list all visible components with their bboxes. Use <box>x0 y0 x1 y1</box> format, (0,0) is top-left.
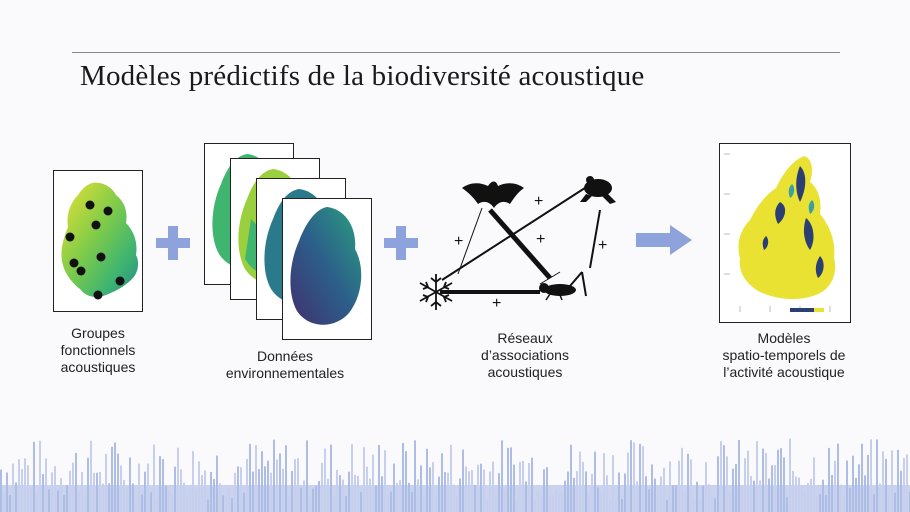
page-title: Modèles prédictifs de la biodiversité ac… <box>80 60 645 92</box>
step-label-functional-groups: Groupes fonctionnels acoustiques <box>60 325 136 375</box>
env-layer-4 <box>282 198 372 340</box>
snowflake-icon <box>419 274 453 310</box>
arrow-right-icon <box>636 225 692 255</box>
plus-icon <box>384 226 418 260</box>
edge-sign: + <box>598 237 607 254</box>
edge-sign: + <box>454 233 463 250</box>
edge-sign: + <box>492 295 501 312</box>
step-label-spatiotemporal-models: Modèles spatio-temporels de l’activité a… <box>722 330 846 380</box>
frog-icon <box>580 176 616 204</box>
edge-sign: + <box>536 231 545 248</box>
edge-sign: + <box>534 193 543 210</box>
edge-bat-cricket <box>488 208 552 280</box>
spectrogram-footer <box>0 425 910 512</box>
cricket-icon <box>539 271 587 301</box>
bat-icon <box>462 181 524 208</box>
title-rule <box>72 52 840 53</box>
sampling-points <box>65 200 125 300</box>
activity-model-map <box>719 143 851 323</box>
step-label-association-networks: Réseaux d’associations acoustiques <box>481 330 569 380</box>
association-network: + + + + + <box>419 176 616 312</box>
functional-groups-map <box>53 170 143 312</box>
step-label-environmental-data: Données environnementales <box>225 348 345 381</box>
plus-icon <box>156 226 190 260</box>
